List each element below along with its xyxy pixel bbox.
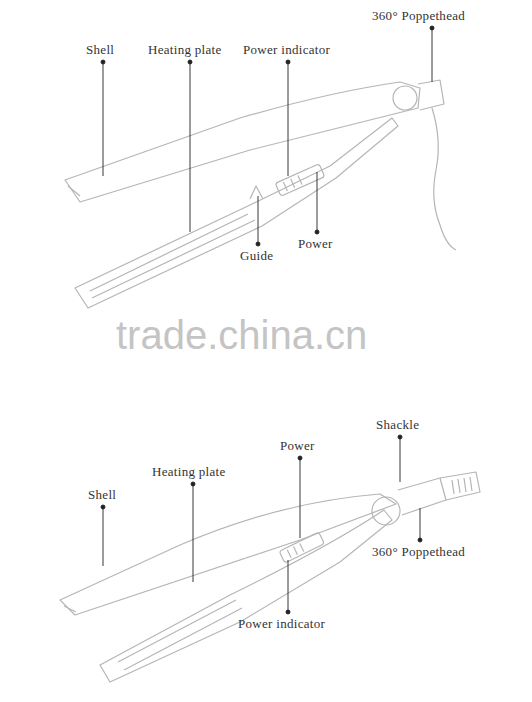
part-label: Heating plate [148, 42, 222, 58]
part-label: 360° Poppethead [372, 544, 465, 560]
part-label: 360° Poppethead [372, 8, 465, 24]
part-label: Power indicator [243, 42, 330, 58]
part-label: Heating plate [152, 464, 226, 480]
part-label: Shell [88, 487, 116, 503]
leader-lines [101, 26, 434, 614]
watermark: trade.china.cn [116, 312, 367, 358]
part-label: Shell [86, 42, 114, 58]
part-label: Shackle [376, 417, 419, 433]
part-label: Power [298, 236, 333, 252]
part-label: Power indicator [238, 616, 325, 632]
straightener-top [65, 80, 456, 308]
part-label: Guide [240, 248, 273, 264]
part-label: Power [280, 438, 315, 454]
straightener-bottom [60, 472, 480, 682]
